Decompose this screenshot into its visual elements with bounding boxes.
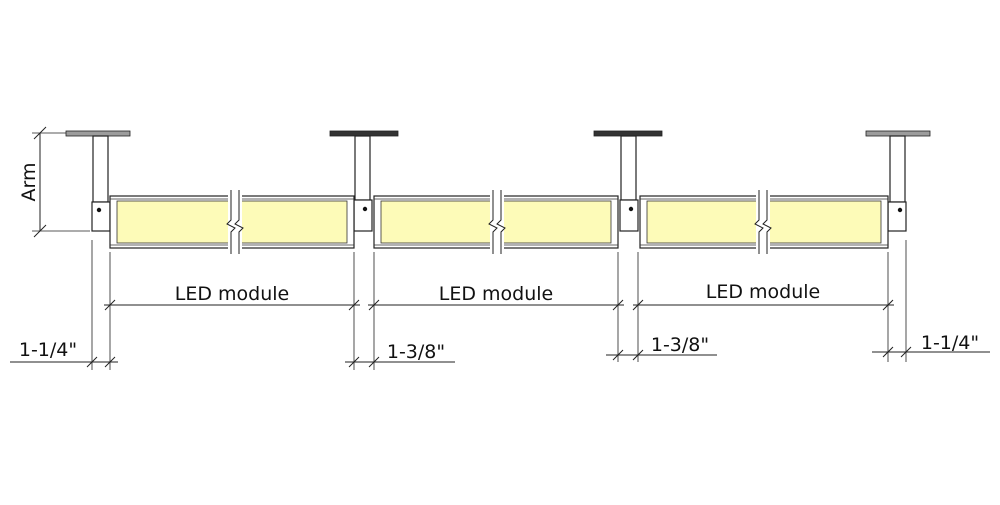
arm-bracket [91, 201, 111, 232]
gap-label-4: 1-1/4" [921, 332, 979, 354]
gap-dimension-4: 1-1/4" [872, 332, 990, 358]
mount-1 [65, 130, 131, 232]
arm-rod [92, 135, 109, 203]
module-label-3: LED module [706, 281, 820, 303]
arm-bracket [887, 201, 907, 232]
bolt-icon [897, 207, 903, 213]
arm-bracket [353, 199, 373, 232]
module-label-2: LED module [439, 283, 553, 305]
arm-label: Arm [18, 163, 40, 202]
arm-rod [354, 135, 371, 201]
mount-3 [593, 130, 663, 232]
module-dimension-2: LED module [368, 283, 624, 311]
bolt-icon [362, 206, 368, 212]
led-module-2 [373, 190, 619, 254]
arm-rod [620, 135, 637, 201]
gap-label-3: 1-3/8" [651, 334, 709, 356]
mount-4 [865, 130, 931, 232]
gap-label-1: 1-1/4" [19, 339, 77, 361]
mount-plate [329, 130, 399, 137]
gap-dimension-1: 1-1/4" [10, 339, 118, 368]
gap-dimension-3: 1-3/8" [606, 334, 717, 361]
mount-plate [593, 130, 663, 137]
mount-plate [65, 130, 131, 137]
arm-rod [889, 135, 906, 203]
bolt-icon [628, 206, 634, 212]
module-dimension-3: LED module [632, 281, 894, 311]
mount-2 [329, 130, 399, 232]
arm-bracket [619, 199, 639, 232]
led-module-1 [109, 190, 355, 254]
arm-dimension: Arm [18, 126, 90, 238]
gap-dimension-2: 1-3/8" [345, 341, 455, 368]
module-dimension-1: LED module [104, 283, 360, 311]
led-module-3 [639, 190, 889, 254]
extension-lines [91, 240, 907, 370]
module-label-1: LED module [175, 283, 289, 305]
mount-plate [865, 130, 931, 137]
bolt-icon [96, 207, 102, 213]
gap-label-2: 1-3/8" [387, 341, 445, 363]
